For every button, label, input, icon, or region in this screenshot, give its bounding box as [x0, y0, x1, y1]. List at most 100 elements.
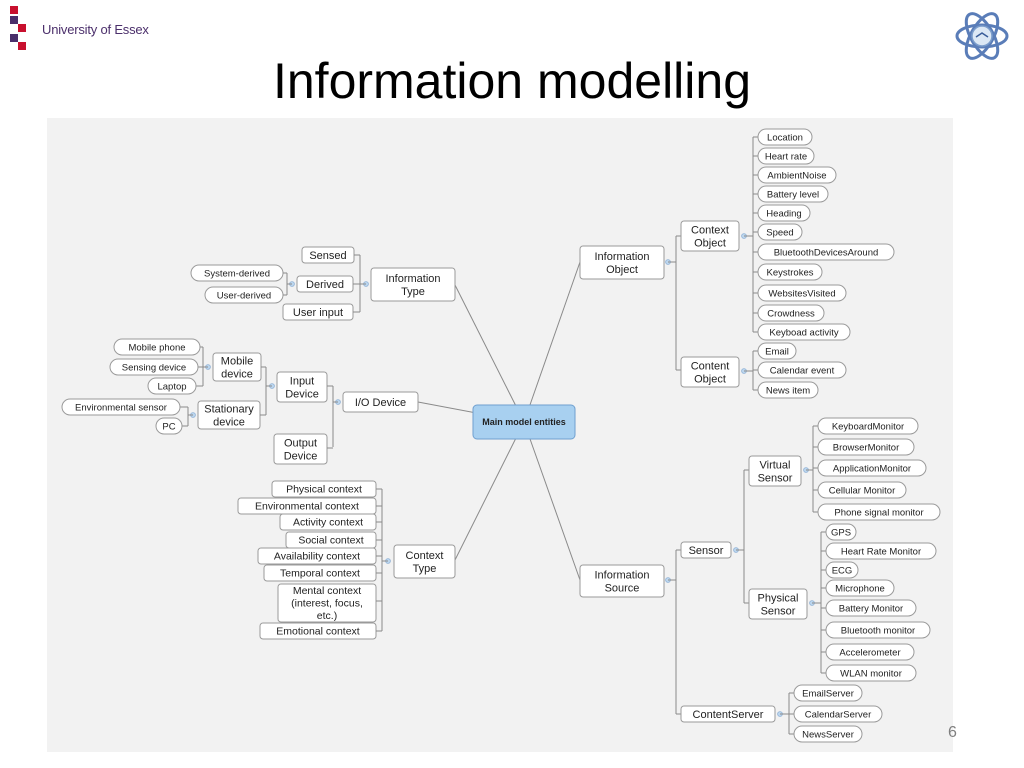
context-item: Heart rate: [757, 147, 815, 165]
content-server-item-label: CalendarServer: [805, 710, 872, 721]
logo-square: [10, 6, 18, 14]
context-type-item: Availability context: [257, 547, 377, 565]
output-device-node-label: Output: [284, 437, 317, 449]
context-type-item-label: etc.): [317, 610, 337, 622]
content-server-node-label: ContentServer: [693, 709, 764, 721]
virtual-sensor-item-label: ApplicationMonitor: [833, 464, 911, 475]
context-item: Keystrokes: [757, 263, 823, 281]
sensed-node: Sensed: [301, 246, 355, 264]
slide-title: Information modelling: [272, 53, 752, 109]
virtual-sensor-item: KeyboardMonitor: [817, 417, 919, 435]
sensed-node-label: Sensed: [309, 250, 346, 262]
user-input-node-label: User input: [293, 307, 343, 319]
context-item-label: AmbientNoise: [767, 171, 826, 182]
physical-sensor-item-label: Bluetooth monitor: [841, 626, 915, 637]
stationary-device-node-label: Stationary: [204, 403, 254, 415]
virtual-sensor-item: Phone signal monitor: [817, 503, 941, 521]
context-item-label: Battery level: [767, 190, 819, 201]
virtual-sensor-item: Cellular Monitor: [817, 481, 907, 499]
physical-sensor-node-label: Sensor: [761, 605, 796, 617]
context-item: BluetoothDevicesAround: [757, 243, 895, 261]
context-item: WebsitesVisited: [757, 284, 847, 302]
physical-sensor-item: Heart Rate Monitor: [825, 542, 937, 560]
sensor-node-label: Sensor: [689, 545, 724, 557]
content-item: News item: [757, 381, 819, 399]
context-type-item-label: Availability context: [274, 551, 360, 563]
derived-item: User-derived: [204, 286, 284, 304]
context-type-item: Mental context(interest, focus,etc.): [277, 583, 377, 623]
context-item-label: Heart rate: [765, 152, 807, 163]
mobile-device-node-label: device: [221, 368, 253, 380]
content-server-item-label: NewsServer: [802, 730, 854, 741]
logo-square: [10, 16, 18, 24]
physical-sensor-item: GPS: [825, 523, 857, 541]
content-server-item-label: EmailServer: [802, 689, 854, 700]
context-item: Location: [757, 128, 813, 146]
context-item: Battery level: [757, 185, 829, 203]
physical-sensor-item: Microphone: [825, 579, 895, 597]
io-device-node: I/O Device: [342, 391, 419, 413]
virtual-sensor-node-label: Virtual: [760, 459, 791, 471]
physical-sensor-item-label: Battery Monitor: [839, 604, 903, 615]
context-item-label: Keyboad activity: [769, 328, 838, 339]
content-object-node-label: Object: [694, 373, 726, 385]
atom-emblem-icon: [955, 12, 1009, 60]
mobile-device-item-label: Laptop: [157, 382, 186, 393]
derived-item-label: System-derived: [204, 269, 270, 280]
context-object-node-label: Object: [694, 237, 726, 249]
content-object-node-label: Content: [691, 360, 730, 372]
virtual-sensor-item-label: Phone signal monitor: [834, 508, 923, 519]
context-item: Crowdness: [757, 304, 825, 322]
context-item-label: WebsitesVisited: [768, 289, 835, 300]
root-node: Main model entities: [472, 404, 576, 440]
virtual-sensor-item: ApplicationMonitor: [817, 459, 927, 477]
mobile-device-item-label: Mobile phone: [128, 343, 185, 354]
derived-node-label: Derived: [306, 279, 344, 291]
information-source-node-label: Source: [605, 582, 640, 594]
virtual-sensor-item-label: BrowserMonitor: [833, 443, 900, 454]
context-type-item: Physical context: [271, 480, 377, 498]
context-item: Keyboad activity: [757, 323, 851, 341]
context-object-node-label: Context: [691, 224, 729, 236]
mobile-device-item: Sensing device: [109, 358, 199, 376]
io-device-node-label: I/O Device: [355, 397, 406, 409]
logo-square: [18, 42, 26, 50]
input-device-node-label: Device: [285, 388, 319, 400]
context-item: Heading: [757, 204, 811, 222]
content-server-item: EmailServer: [793, 684, 863, 702]
mobile-device-item: Laptop: [147, 377, 197, 395]
derived-node: Derived: [296, 275, 354, 293]
input-device-node-label: Input: [290, 375, 314, 387]
context-item-label: Heading: [766, 209, 801, 220]
information-type-node-label: Type: [401, 286, 425, 298]
stationary-device-node-label: device: [213, 416, 245, 428]
logo-square: [18, 24, 26, 32]
virtual-sensor-item-label: Cellular Monitor: [829, 486, 896, 497]
stationary-device-item: PC: [155, 417, 183, 435]
physical-sensor-item: Bluetooth monitor: [825, 621, 931, 639]
content-item: Email: [757, 342, 797, 360]
sensor-node: Sensor: [680, 541, 732, 559]
logo-square: [10, 34, 18, 42]
connector-line: [454, 421, 525, 561]
mobile-device-item: Mobile phone: [113, 338, 201, 356]
context-type-item: Emotional context: [259, 622, 377, 640]
user-input-node: User input: [282, 303, 354, 321]
context-type-item: Social context: [285, 531, 377, 549]
org-name: University of Essex: [42, 22, 149, 37]
context-item-label: Location: [767, 133, 803, 144]
content-item-label: News item: [766, 386, 810, 397]
context-item: AmbientNoise: [757, 166, 837, 184]
virtual-sensor-item-label: KeyboardMonitor: [832, 422, 904, 433]
information-source-node-label: Information: [594, 569, 649, 581]
physical-sensor-item: ECG: [825, 561, 859, 579]
physical-sensor-item-label: Heart Rate Monitor: [841, 547, 921, 558]
mindmap-diagram: Main model entitiesInformationObjectCont…: [61, 128, 941, 743]
content-server-node: ContentServer: [680, 705, 776, 723]
context-type-item-label: (interest, focus,: [291, 598, 363, 610]
